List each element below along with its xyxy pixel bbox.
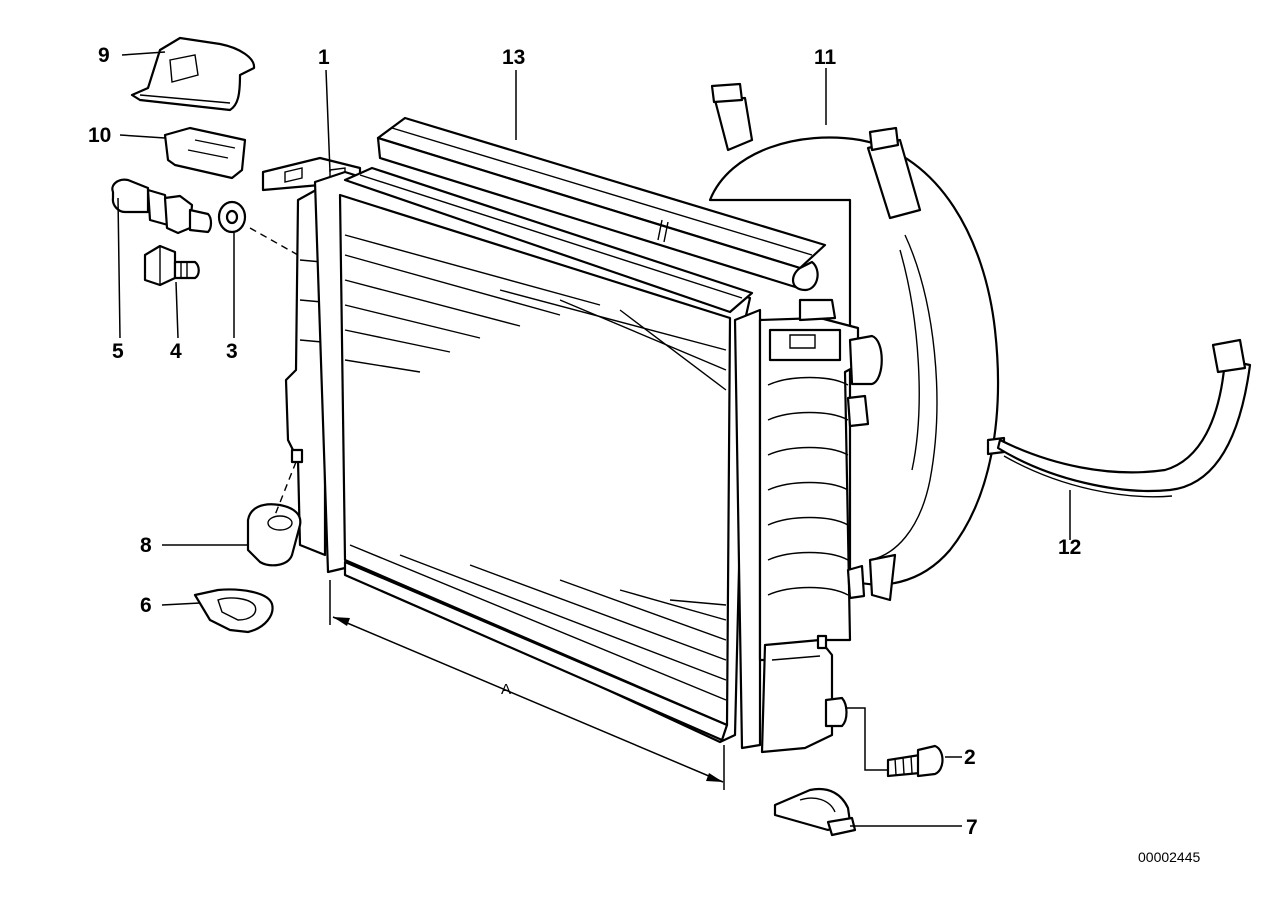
callout-2: 2 — [964, 746, 976, 769]
callout-5: 5 — [112, 340, 124, 363]
drain-bolt-part-2[interactable] — [886, 744, 944, 778]
washer-part-3[interactable] — [217, 200, 247, 234]
clip-insert-part-10[interactable] — [163, 126, 247, 180]
radiator-right-tank[interactable] — [733, 298, 883, 754]
dimension-a-label: A — [501, 681, 511, 698]
callout-12: 12 — [1058, 536, 1081, 559]
callout-1: 1 — [318, 46, 330, 69]
callout-3: 3 — [226, 340, 238, 363]
dimension-a: A — [329, 580, 725, 790]
callout-6: 6 — [140, 594, 152, 617]
lower-shroud-part-12[interactable] — [996, 338, 1252, 498]
screw-plug-part-4[interactable] — [143, 244, 200, 287]
callout-11: 11 — [814, 46, 837, 69]
callout-13: 13 — [502, 46, 525, 69]
seal-strip-part-13[interactable] — [376, 116, 827, 292]
clamp-part-6[interactable] — [193, 588, 274, 634]
rubber-mount-part-7[interactable] — [773, 787, 857, 837]
rubber-bushing-part-8[interactable] — [246, 503, 302, 567]
callout-9: 9 — [98, 44, 110, 67]
callout-7: 7 — [966, 816, 978, 839]
leader-lines — [117, 51, 1071, 827]
radiator-part-1[interactable] — [261, 156, 754, 744]
assembly-lines — [249, 227, 299, 516]
temperature-switch-part-5[interactable] — [111, 178, 213, 235]
bracket-clip-part-9[interactable] — [130, 36, 256, 112]
document-id: 00002445 — [1138, 849, 1201, 865]
callout-4: 4 — [170, 340, 182, 363]
callout-8: 8 — [140, 534, 152, 557]
callouts: 1 2 3 4 5 6 7 8 9 10 11 12 13 — [88, 44, 1081, 839]
callout-10: 10 — [88, 124, 111, 147]
